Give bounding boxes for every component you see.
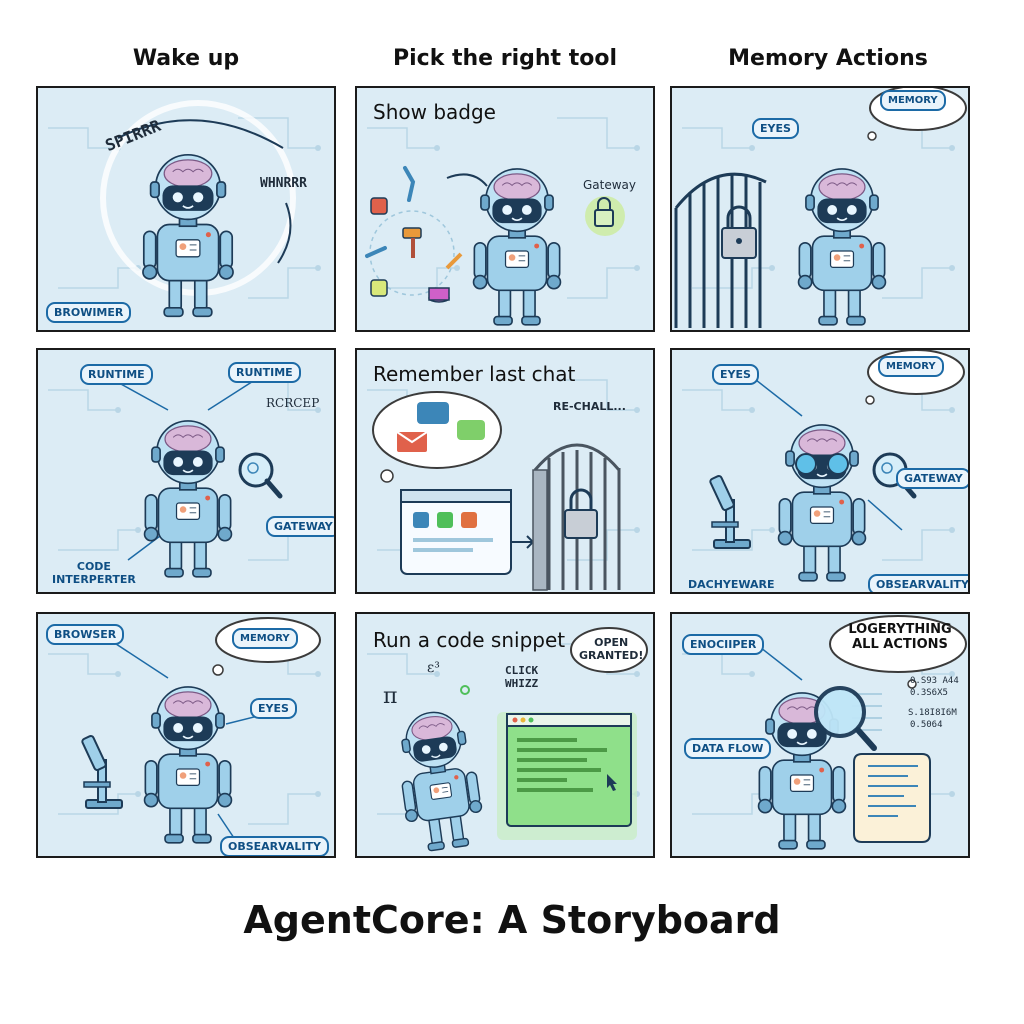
tag-gateway: GATEWAY [266,516,334,537]
panel-browser: BROWSER MEMORY EYES OBSEARVALITY [36,612,336,858]
tag-obsearvality: OBSEARVALITY [220,836,330,856]
log-value-2: 0.3S6X5 [910,688,948,698]
panel-wake-up-illustration [47,100,322,318]
panel-pick-tool: Show badge Gateway [355,86,655,332]
column-title-wake-up: Wake up [132,46,240,71]
tag-gateway: GATEWAY [896,468,968,489]
label-rcrcep: RCRCEP [266,396,320,410]
panel-wake-up: SPIRRR WHNRRR BROWIMER [36,86,336,332]
tag-data-flow: DATA FLOW [684,738,772,759]
cloud-memory: MEMORY [878,356,944,377]
panel-memory-actions: EYES MEMORY [670,86,970,332]
column-title-memory-actions: Memory Actions [728,46,928,71]
tag-obsearvality: OBSEARVALITY [868,574,968,592]
panel-browser-illustration [47,617,322,845]
sfx-re-chall: RE-CHALL... [553,400,626,413]
panel-runtime: RUNTIME RUNTIME RCRCEP GATEWAY CODE INTE… [36,348,336,594]
log-value-1: 0.S93 A44 [910,676,959,686]
panel-logging-illustration [681,615,967,850]
sfx-click-whizz: CLICK WHIZZ [505,664,539,690]
tag-eyes: EYES [752,118,799,139]
symbol-pi: π [383,684,398,709]
tag-browimer: BROWIMER [46,302,132,323]
tag-browser: BROWSER [46,624,125,645]
panel-logging: ENOCIIPER LOGERYTHING ALL ACTIONS DATA F… [670,612,970,858]
tag-code-interpreter: CODE INTERPERTER [52,560,136,586]
panel-run-code: Run a code snippet OPEN GRANTED! CLICK W… [355,612,655,858]
panel-remember-chat: Remember last chat RE-CHALL... [355,348,655,594]
panel-memory-actions-illustration [674,88,967,328]
tag-eyes: EYES [712,364,759,385]
tag-eyes: EYES [250,698,297,719]
cloud-memory: MEMORY [880,90,946,111]
cloud-logerything: LOGERYTHING ALL ACTIONS [848,622,952,652]
panel-remember-chat-illustration [366,379,641,591]
tag-enociiper: ENOCIIPER [682,634,765,655]
log-value-3: S.18I8I6M [908,708,957,718]
panel-caption-run-code: Run a code snippet [373,628,566,652]
label-gateway: Gateway [583,178,637,192]
storyboard-title: AgentCore: A Storyboard [243,898,781,942]
sfx-whnrrr: WHNRRR [260,176,307,191]
panel-caption-show-badge: Show badge [373,100,496,124]
tag-dachyeware: DACHYEWARE [688,578,775,591]
tag-runtime-left: RUNTIME [80,364,153,385]
log-value-4: 0.5064 [910,720,943,730]
cloud-memory: MEMORY [232,628,298,649]
panel-pick-tool-illustration [365,117,641,326]
symbol-epsilon: ε³ [427,660,440,676]
tag-runtime-right: RUNTIME [228,362,301,383]
panel-caption-remember-chat: Remember last chat [373,362,576,386]
panel-memory-gateway: EYES MEMORY GATEWAY DACHYEWARE OBSEARVAL… [670,348,970,594]
panel-run-code-illustration [366,627,648,855]
column-title-pick-tool: Pick the right tool [392,46,618,71]
cloud-open-granted: OPEN GRANTED! [579,636,644,662]
panel-runtime-illustration [47,377,322,578]
